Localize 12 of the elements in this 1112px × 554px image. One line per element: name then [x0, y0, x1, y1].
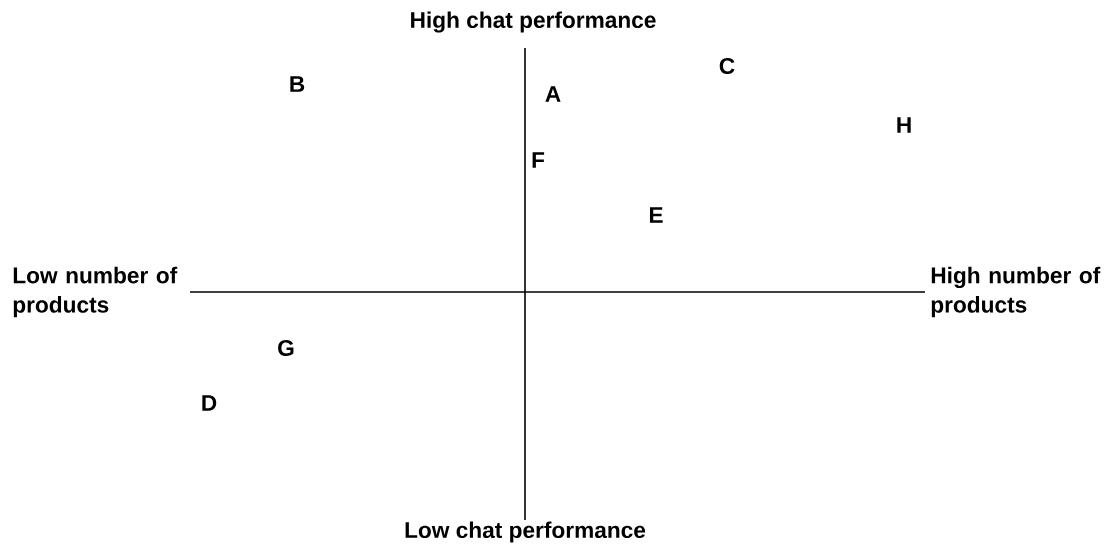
- point-label: D: [202, 395, 217, 411]
- axis-label: Low number of products: [13, 266, 178, 318]
- point-label: B: [290, 76, 305, 92]
- point-label: A: [545, 86, 561, 102]
- point-label: G: [278, 340, 294, 357]
- axis-label: Low chat performance: [405, 521, 646, 543]
- point-label: F: [532, 152, 545, 168]
- point-label: C: [719, 58, 735, 75]
- point-label: E: [650, 207, 663, 223]
- point-label: H: [897, 117, 911, 133]
- axis-label: High number of products: [931, 266, 1101, 318]
- axis-label: High chat performance: [411, 11, 656, 33]
